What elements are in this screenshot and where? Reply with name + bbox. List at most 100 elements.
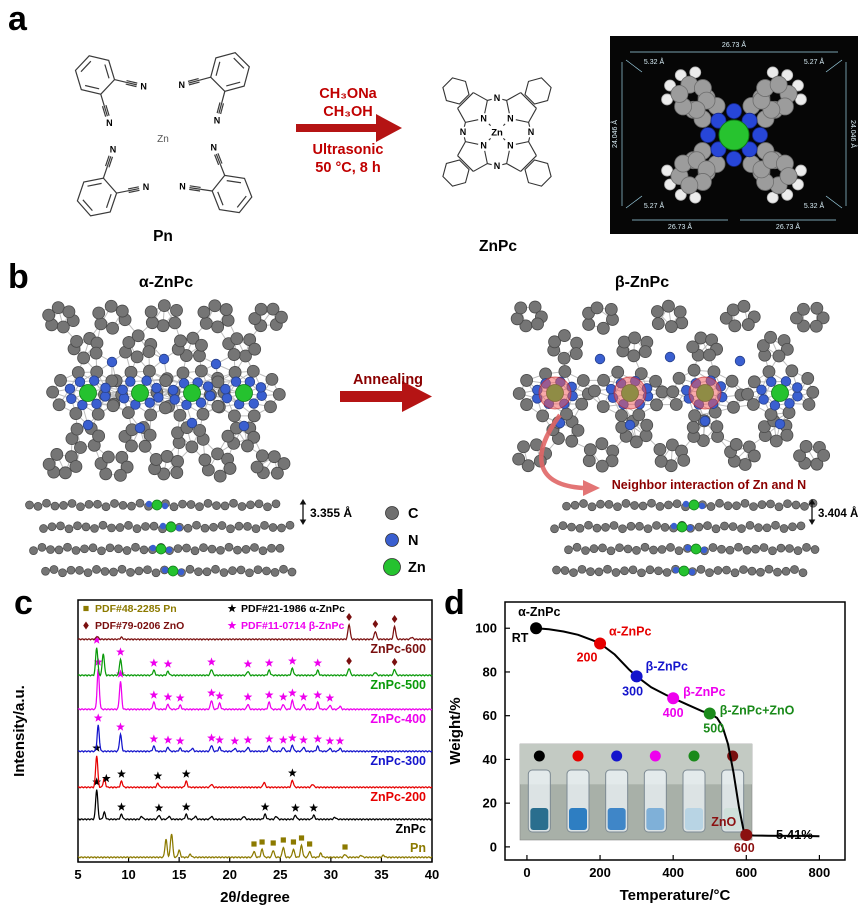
panel-a-tag: a [8,0,27,38]
vial-photo-inset [519,743,753,841]
svg-text:N: N [106,118,113,128]
svg-text:2θ/degree: 2θ/degree [220,889,290,906]
svg-text:β-ZnPc+ZnO: β-ZnPc+ZnO [720,704,795,718]
spacing-arrow [808,499,816,525]
svg-text:N: N [140,81,147,91]
svg-text:Intensity/a.u.: Intensity/a.u. [11,685,28,777]
vial-liquid [723,808,742,830]
alpha-znpc-title: α-ZnPc [138,274,194,291]
sample-dot [611,750,623,762]
zn-n-highlight [688,376,722,410]
vial-liquid [646,808,665,830]
svg-text:60: 60 [483,708,497,723]
tga-point-600 [740,829,753,842]
svg-text:N: N [507,140,514,150]
zn-n-interaction-annotation: Neighbor interaction of Zn and N [611,478,807,492]
svg-text:200: 200 [589,865,611,880]
pn-molecule [76,155,140,217]
svg-text:20: 20 [483,796,497,811]
product-label: ZnPc [479,238,517,255]
svg-text:ZnPc-200: ZnPc-200 [370,790,426,804]
stacked-layer [39,520,295,534]
spacing-arrow [299,499,307,525]
svg-text:N: N [110,145,117,155]
svg-text:N: N [408,533,418,549]
svg-text:40: 40 [483,752,497,767]
svg-text:N: N [143,182,150,192]
interaction-pointer-arrow [539,413,600,496]
alpha-znpc-cluster [42,299,291,483]
svg-text:30: 30 [324,867,338,882]
svg-text:25: 25 [273,867,287,882]
pn-molecule [74,55,138,117]
svg-text:PDF#48-2285 Pn: PDF#48-2285 Pn [95,603,177,615]
reaction-arrow [296,114,402,142]
svg-text:ZnO: ZnO [711,815,736,829]
vial-liquid [569,808,587,830]
pn-molecule [187,52,250,115]
stacked-layer [41,564,297,578]
svg-text:ZnPc: ZnPc [395,822,426,836]
vial-liquid [530,808,549,830]
svg-text:N: N [494,161,501,171]
svg-text:24.046 Å: 24.046 Å [610,120,619,148]
svg-text:N: N [179,182,186,192]
svg-text:5.32 Å: 5.32 Å [804,201,825,210]
svg-text:ZnPc-500: ZnPc-500 [370,678,426,692]
svg-text:24.046 Å: 24.046 Å [849,120,858,148]
vial-liquid [607,808,626,830]
svg-text:N: N [507,114,514,124]
xrd-trace-ZnPc-500 [77,647,433,677]
svg-text:5.32 Å: 5.32 Å [644,57,665,66]
reagent-line-1: CH₃ONa [319,86,377,102]
beta-znpc-title: β-ZnPc [614,274,670,291]
svg-text:ZnPc-400: ZnPc-400 [370,712,426,726]
beta-znpc-cluster [510,299,831,473]
svg-text:β-ZnPc: β-ZnPc [646,659,688,673]
svg-text:N: N [528,127,535,137]
stacked-layer [564,542,820,556]
panel-d-tag: d [444,584,465,622]
svg-text:3.355 Å: 3.355 Å [310,505,352,520]
svg-text:N: N [214,115,221,125]
svg-text:PDF#79-0206 ZnO: PDF#79-0206 ZnO [95,620,184,632]
svg-text:N: N [460,127,467,137]
svg-text:0: 0 [490,839,497,854]
tga-point-RT [530,622,543,635]
svg-text:Zn: Zn [491,128,503,139]
svg-text:600: 600 [734,841,755,855]
pn-molecule [189,153,253,214]
svg-text:ZnPc-300: ZnPc-300 [370,754,426,768]
svg-text:Zn: Zn [408,560,426,576]
svg-text:α-ZnPc: α-ZnPc [518,605,560,619]
stacked-layer [562,498,818,512]
zn-n-highlight [538,376,572,410]
xrd-trace-ZnPc [77,789,433,821]
tga-point-400 [667,692,680,705]
svg-text:200: 200 [577,651,598,665]
svg-text:26.73 Å: 26.73 Å [722,40,746,49]
svg-text:PDF#11-0714 β-ZnPc: PDF#11-0714 β-ZnPc [241,620,344,632]
svg-text:400: 400 [663,706,684,720]
svg-text:PDF#21-1986 α-ZnPc: PDF#21-1986 α-ZnPc [241,603,345,615]
tga-point-500 [703,707,716,720]
svg-text:β-ZnPc: β-ZnPc [683,685,725,699]
svg-text:RT: RT [512,631,529,645]
svg-text:5: 5 [74,867,81,882]
xrd-trace-ZnPc-300 [77,724,433,753]
svg-text:Pn: Pn [410,841,426,855]
annealing-arrow-label: Annealing [352,372,424,388]
svg-text:α-ZnPc: α-ZnPc [609,625,651,639]
precursor-label: Pn [153,228,173,245]
tga-point-300 [630,670,643,683]
svg-text:40: 40 [425,867,439,882]
svg-text:ZnPc-600: ZnPc-600 [370,642,426,656]
svg-text:N: N [210,142,217,152]
sample-dot [572,750,584,762]
